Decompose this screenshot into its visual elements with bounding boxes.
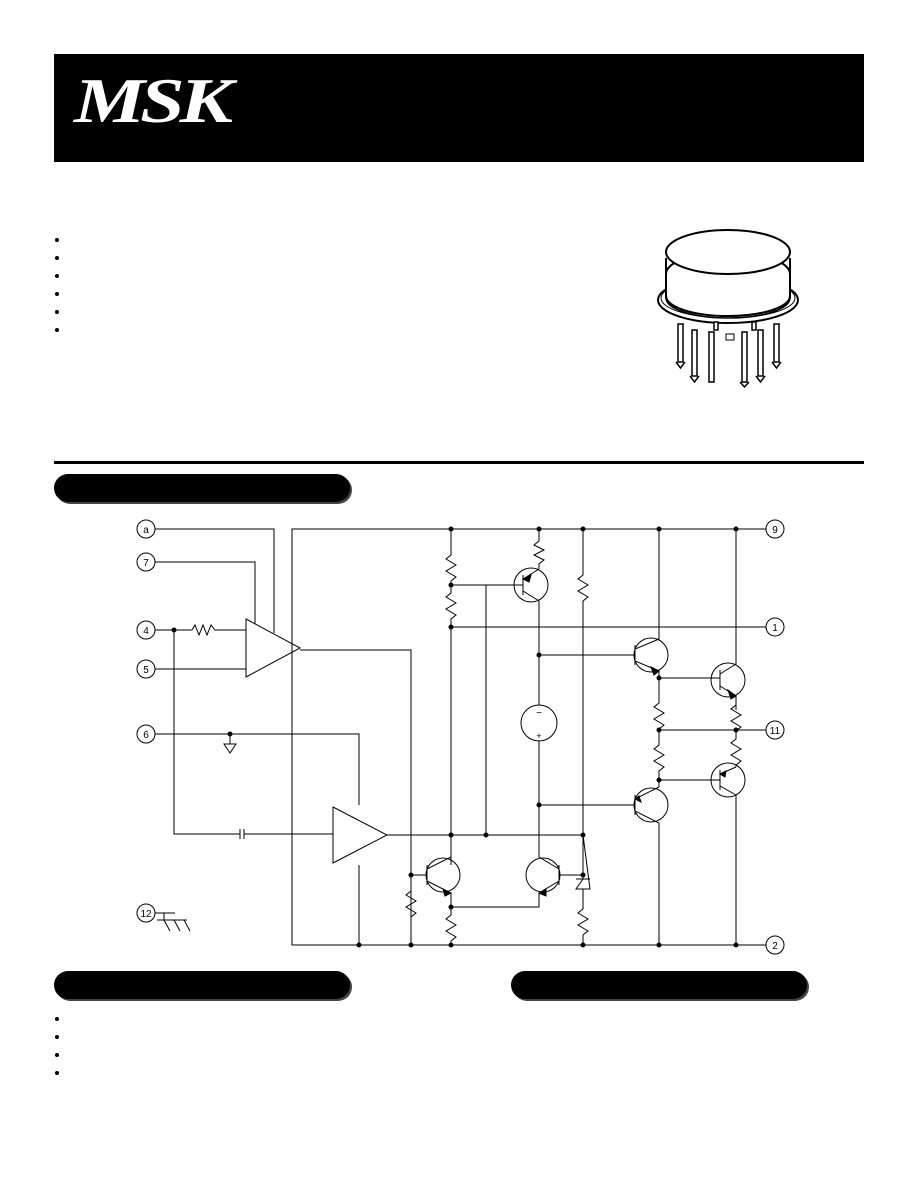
pin-5-terminal: 5: [136, 659, 156, 679]
header-bar: MSK: [54, 54, 864, 162]
bullet-icon: [55, 256, 59, 260]
svg-text:2: 2: [772, 941, 778, 952]
pin-2-terminal: 2: [765, 935, 785, 955]
equivalent-schematic-heading-bar: [54, 474, 350, 502]
applications-heading-bar: [54, 971, 350, 999]
transistor: [425, 857, 461, 893]
svg-text:4: 4: [143, 626, 149, 637]
bullet-icon: [55, 1053, 59, 1057]
svg-text:−: −: [536, 708, 542, 719]
equivalent-schematic: a 7 4 5 6 12 9 1 11 2: [136, 519, 785, 955]
msk-logo: MSK: [74, 65, 233, 136]
pin-9-terminal: 9: [765, 519, 785, 539]
pin-7-terminal: 7: [136, 552, 156, 572]
bullet-icon: [55, 274, 59, 278]
transistor: [525, 857, 561, 893]
bullet-icon: [55, 238, 59, 242]
svg-text:12: 12: [140, 909, 152, 920]
svg-text:a: a: [143, 525, 149, 536]
section-divider: [54, 461, 864, 464]
svg-text:9: 9: [772, 525, 778, 536]
bullet-icon: [55, 1071, 59, 1075]
pin-1-terminal: 1: [765, 617, 785, 637]
bullet-icon: [55, 310, 59, 314]
transistor: [710, 762, 746, 798]
pin-8-terminal: a: [136, 519, 156, 539]
transistor: [710, 662, 746, 698]
svg-text:6: 6: [143, 730, 149, 741]
bullet-icon: [55, 292, 59, 296]
svg-text:1: 1: [772, 623, 778, 634]
svg-text:+: +: [536, 731, 541, 741]
svg-text:11: 11: [770, 726, 781, 737]
transistor: [633, 637, 669, 673]
pin-12-terminal: 12: [136, 903, 156, 923]
bullet-icon: [55, 328, 59, 332]
svg-text:7: 7: [143, 558, 149, 569]
pin-11-terminal: 11: [765, 720, 785, 740]
pinout-heading-bar: [511, 971, 807, 999]
transistor: [633, 787, 669, 823]
pin-4-terminal: 4: [136, 620, 156, 640]
to8-package-image: [657, 229, 799, 388]
bullet-icon: [55, 1017, 59, 1021]
driver-amplifier: [332, 806, 389, 864]
pin-6-terminal: 6: [136, 724, 156, 744]
input-amplifier: [245, 618, 302, 678]
svg-text:5: 5: [143, 665, 149, 676]
bullet-icon: [55, 1035, 59, 1039]
